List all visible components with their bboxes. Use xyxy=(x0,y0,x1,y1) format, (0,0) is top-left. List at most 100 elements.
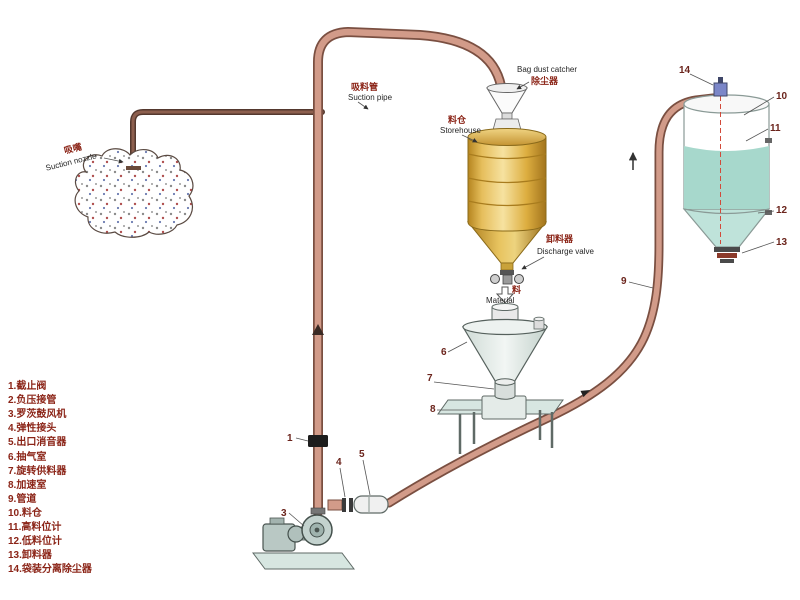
discharge-stub xyxy=(327,499,343,511)
tank-liquid xyxy=(684,146,769,209)
legend-item: 10.料仓 xyxy=(8,506,43,519)
callout-12-leader xyxy=(757,210,775,214)
silo-ring-1 xyxy=(467,153,547,160)
discharge-valve-leader xyxy=(521,256,545,270)
dust-catcher-label-en: Bag dust catcher xyxy=(517,65,577,74)
legend-item: 11.高料位计 xyxy=(8,520,61,533)
callout-14-leader xyxy=(689,73,714,86)
base-plate xyxy=(252,552,355,570)
callout-6: 6 xyxy=(441,347,447,358)
callout-5-leader xyxy=(362,459,371,496)
silencer xyxy=(353,495,389,514)
pipe9-flow-arrow xyxy=(580,390,591,398)
callout-4-leader xyxy=(339,467,346,498)
inlet-flange xyxy=(310,507,326,515)
motor-cap xyxy=(269,517,285,525)
silo-body xyxy=(467,137,547,232)
storehouse-label-cn: 料仓 xyxy=(448,114,467,125)
legend-item: 5.出口消音器 xyxy=(8,435,67,448)
vacuum-pipe-inner xyxy=(314,28,505,516)
legend-item: 13.卸料器 xyxy=(8,548,53,561)
tank-bottom-edge xyxy=(683,208,770,215)
legend-item: 2.负压接管 xyxy=(8,393,56,406)
legend-item: 12.低料位计 xyxy=(8,534,62,547)
storehouse-cyclone xyxy=(466,128,548,271)
discharge-valve xyxy=(490,270,524,285)
callout-7-leader xyxy=(433,381,495,390)
callout-14: 14 xyxy=(679,65,691,76)
callout-9-leader xyxy=(628,281,654,289)
rotary-feeder-top xyxy=(494,378,516,386)
callout-10: 10 xyxy=(776,91,788,102)
legend-item: 14.袋装分离除尘器 xyxy=(8,562,93,575)
storehouse-label-en: Storehouse xyxy=(440,126,481,135)
conveying-pipe-inner xyxy=(386,95,716,506)
catcher-top xyxy=(486,83,528,93)
suction-pipe xyxy=(130,109,325,173)
callout-3-leader xyxy=(288,512,305,527)
funnel-cone xyxy=(461,326,549,385)
callout-10-leader xyxy=(743,96,775,116)
callout-1-leader xyxy=(295,437,309,442)
material-label-cn: 料 xyxy=(512,284,521,295)
receiving-silo xyxy=(682,77,772,263)
elastic-joint-band-1 xyxy=(342,498,346,512)
callout-5: 5 xyxy=(359,449,365,460)
blower-assembly xyxy=(252,495,389,570)
silo-outlet xyxy=(500,262,514,271)
callout-7: 7 xyxy=(427,373,433,384)
funnel-rim xyxy=(462,318,548,336)
discharge-valve-label-cn: 卸料器 xyxy=(546,233,574,244)
valve-wheel-right xyxy=(514,274,524,284)
suction-pipe-label-en: Suction pipe xyxy=(348,93,393,102)
high-level-gauge xyxy=(765,138,772,143)
callout-3: 3 xyxy=(281,508,287,519)
top-dust-collector xyxy=(713,82,728,97)
silo-lid xyxy=(467,128,547,146)
material-flow xyxy=(495,286,515,304)
valve-body xyxy=(502,274,513,285)
material-label-en: Material xyxy=(486,296,515,305)
legend-item: 9.管道 xyxy=(8,492,36,505)
suction-nozzle-leader xyxy=(103,157,124,164)
inlet-top xyxy=(491,303,519,311)
legend-item: 4.弹性接头 xyxy=(8,421,56,434)
discharge-valve-label-en: Discharge valve xyxy=(537,247,594,256)
legend-item: 7.旋转供料器 xyxy=(8,464,67,477)
dust-catcher-label-cn: 除尘器 xyxy=(531,75,559,86)
callout-13-leader xyxy=(741,241,775,254)
callout-4: 4 xyxy=(336,457,342,468)
tank-cone xyxy=(682,208,771,248)
material-arrow xyxy=(495,286,515,304)
callout-12: 12 xyxy=(776,205,788,216)
legend-item: 3.罗茨鼓风机 xyxy=(8,407,66,420)
silo-ring-2 xyxy=(467,177,547,184)
tank-discharger-band-1 xyxy=(714,247,740,252)
callout-8: 8 xyxy=(430,404,436,415)
top-dust-collector-pin xyxy=(718,77,723,83)
catcher-neck xyxy=(501,112,513,120)
storehouse-leader xyxy=(461,134,478,143)
valve-wheel-left xyxy=(490,274,500,284)
bag-dust-catcher xyxy=(486,83,528,131)
feeder-assembly xyxy=(437,303,564,454)
callout-11: 11 xyxy=(770,123,781,134)
conveying-pipe-9 xyxy=(384,93,718,508)
callout-13: 13 xyxy=(776,237,788,248)
rotary-feeder xyxy=(494,382,516,400)
nozzle-tip xyxy=(126,166,141,170)
tank-top xyxy=(683,94,770,114)
legend-item: 8.加速室 xyxy=(8,478,46,491)
callouts: 1 3 4 5 6 7 8 9 10 11 12 13 14 xyxy=(281,65,788,527)
blower-hub xyxy=(314,527,320,533)
side-port-top xyxy=(533,316,545,322)
elastic-joint-band-2 xyxy=(349,498,353,512)
stop-valve xyxy=(308,435,328,447)
dust-catcher-leader xyxy=(516,81,530,90)
silo-ring-3 xyxy=(467,200,547,207)
legend: 1.截止阀 2.负压接管 3.罗茨鼓风机 4.弹性接头 5.出口消音器 6.抽气… xyxy=(8,379,93,575)
callout-9: 9 xyxy=(621,276,627,287)
valve-flange xyxy=(500,270,514,275)
legend-item: 1.截止阀 xyxy=(8,379,46,392)
